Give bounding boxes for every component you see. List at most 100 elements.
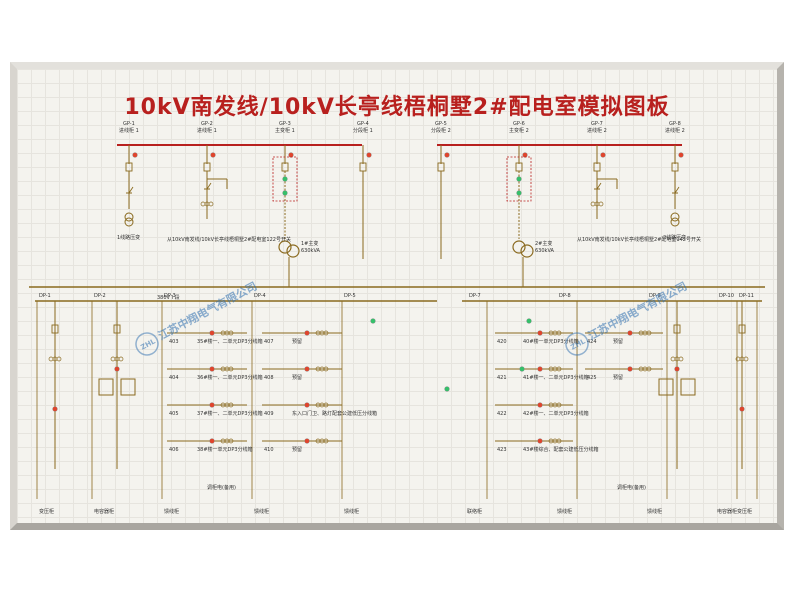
pt-symbol bbox=[124, 217, 134, 227]
hv-cabinet-id: GP-6 bbox=[513, 121, 525, 127]
lv-section-bottom: 馈线柜 bbox=[344, 508, 359, 515]
lv-section-bottom: 电容器柜 bbox=[717, 508, 737, 515]
feeder-text: 预留 bbox=[292, 338, 302, 345]
transformer-name: 2#主变 bbox=[535, 240, 552, 247]
ct-symbol bbox=[56, 356, 62, 362]
disconnector-symbol bbox=[204, 182, 212, 190]
led-red bbox=[304, 330, 310, 336]
feeder-code: 408 bbox=[264, 375, 274, 381]
led-red bbox=[304, 402, 310, 408]
pt-symbol bbox=[670, 217, 680, 227]
board-title: 10kV南发线/10kV长亭线梧桐墅2#配电室模拟图板 bbox=[124, 95, 670, 120]
feeder-code: 409 bbox=[264, 411, 274, 417]
ct-symbol bbox=[228, 330, 234, 336]
capacitor-box bbox=[680, 378, 696, 396]
feeder-text: 37#楼一、二单元DP3分线箱 bbox=[197, 410, 263, 417]
transformer-symbol bbox=[278, 240, 292, 254]
pt-label: 1线路压变 bbox=[117, 234, 140, 241]
lv-section-bottom: 馈线柜 bbox=[254, 508, 269, 515]
ct-symbol bbox=[323, 438, 329, 444]
ct-symbol bbox=[228, 438, 234, 444]
transformer-symbol bbox=[286, 244, 300, 258]
feeder-code: 424 bbox=[587, 339, 597, 345]
led-red bbox=[209, 438, 215, 444]
ct-symbol bbox=[670, 356, 676, 362]
led-red bbox=[52, 406, 58, 412]
feeder-text: 43#楼综合、配套公建低压分线箱 bbox=[523, 446, 599, 453]
capacitor-box bbox=[120, 378, 136, 396]
led-green bbox=[282, 190, 288, 196]
led-red bbox=[304, 366, 310, 372]
hv-cabinet-id: GP-2 bbox=[201, 121, 213, 127]
lv-section-bottom: 馈线柜 bbox=[647, 508, 662, 515]
lv-section-id: DP-4 bbox=[254, 293, 266, 299]
led-red bbox=[304, 438, 310, 444]
lv-section-bottom: 变压柜 bbox=[737, 508, 752, 515]
ct-symbol bbox=[556, 402, 562, 408]
interlock-box bbox=[506, 156, 532, 202]
feeder-text: 35#楼一、二单元DP3分线箱 bbox=[197, 338, 263, 345]
feeder-text: 东入口门卫、路灯配套公建低压分线箱 bbox=[292, 410, 377, 417]
led-red bbox=[674, 366, 680, 372]
bottom-note: 调柜电(备用) bbox=[207, 484, 236, 491]
breaker-symbol bbox=[281, 162, 289, 172]
feeder-code: 410 bbox=[264, 447, 274, 453]
watermark-left: ZHL 江苏中翔电气有限公司 bbox=[135, 279, 259, 356]
pt-symbol bbox=[670, 212, 680, 222]
feeder-code: 420 bbox=[497, 339, 507, 345]
pt-symbol bbox=[124, 212, 134, 222]
hv-cabinet-id: GP-1 bbox=[123, 121, 135, 127]
led-green bbox=[516, 176, 522, 182]
ct-symbol bbox=[110, 356, 116, 362]
breaker-symbol bbox=[125, 162, 133, 172]
lv-section-bottom: 变压柜 bbox=[39, 508, 54, 515]
led-red bbox=[537, 402, 543, 408]
led-green bbox=[519, 366, 525, 372]
pt-label: 2线路压变 bbox=[663, 234, 686, 241]
hv-cabinet-id: GP-8 bbox=[669, 121, 681, 127]
breaker-symbol bbox=[437, 162, 445, 172]
ct-symbol bbox=[646, 330, 652, 336]
feeder-text: 预留 bbox=[292, 446, 302, 453]
hv-cabinet-id: GP-4 bbox=[357, 121, 369, 127]
feeder-text: 预留 bbox=[292, 374, 302, 381]
lv-section-id: DP-9 bbox=[649, 293, 661, 299]
hv-cabinet-name: 进线柜 1 bbox=[197, 127, 217, 134]
transformer-symbol bbox=[520, 244, 534, 258]
breaker-symbol bbox=[673, 324, 681, 334]
breaker-symbol bbox=[359, 162, 367, 172]
ct-symbol bbox=[48, 356, 54, 362]
ct-symbol bbox=[678, 356, 684, 362]
led-green bbox=[370, 318, 376, 324]
led-red bbox=[132, 152, 138, 158]
hv-note: 从10kV南发线/10kV长亭线梧桐墅2#配电室142号开关 bbox=[577, 236, 701, 243]
ct-symbol bbox=[556, 366, 562, 372]
hv-cabinet-name: 进线柜 1 bbox=[119, 127, 139, 134]
lv-section-id: DP-11 bbox=[739, 293, 754, 299]
feeder-text: 42#楼一、二单元DP3分线箱 bbox=[523, 410, 589, 417]
transformer-symbol bbox=[512, 240, 526, 254]
led-red bbox=[627, 330, 633, 336]
ct-symbol bbox=[590, 201, 596, 207]
feeder-text: 预留 bbox=[613, 374, 623, 381]
led-red bbox=[444, 152, 450, 158]
led-red bbox=[739, 406, 745, 412]
hv-cabinet-name: 主变柜 2 bbox=[509, 127, 529, 134]
hv-cabinet-id: GP-7 bbox=[591, 121, 603, 127]
breaker-symbol bbox=[51, 324, 59, 334]
led-green bbox=[526, 318, 532, 324]
led-red bbox=[366, 152, 372, 158]
led-red bbox=[537, 438, 543, 444]
led-red bbox=[537, 366, 543, 372]
lv-section-id: DP-8 bbox=[559, 293, 571, 299]
disconnector-symbol bbox=[672, 186, 680, 194]
led-green bbox=[282, 176, 288, 182]
lv-section-bottom: 馈线柜 bbox=[557, 508, 572, 515]
lv-section-id: DP-10 bbox=[719, 293, 734, 299]
feeder-code: 406 bbox=[169, 447, 179, 453]
ct-symbol bbox=[323, 330, 329, 336]
feeder-code: 425 bbox=[587, 375, 597, 381]
feeder-code: 407 bbox=[264, 339, 274, 345]
